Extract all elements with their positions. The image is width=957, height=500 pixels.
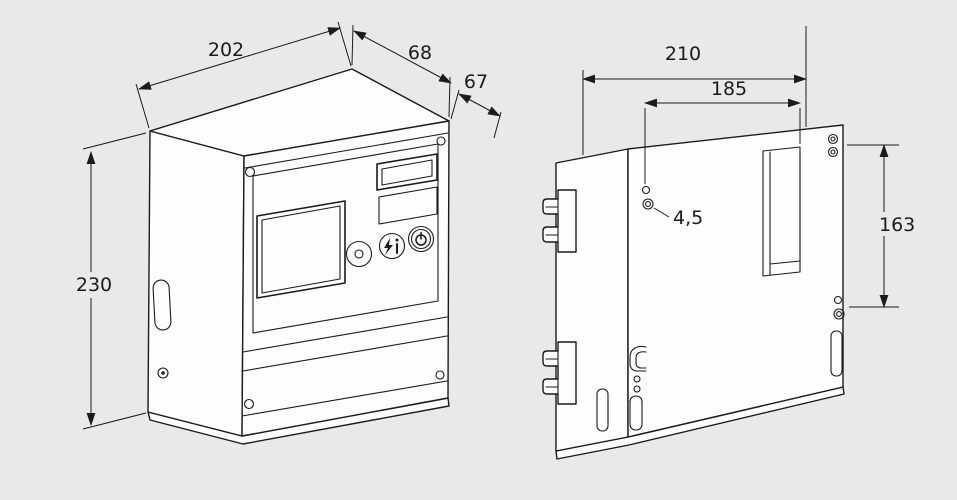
segment-display-screen	[381, 159, 433, 186]
dimension-line	[138, 27, 341, 90]
extension-line	[82, 132, 147, 150]
power-standby-icon	[415, 231, 427, 246]
hook-inner-line	[635, 351, 647, 369]
hook-hole	[633, 385, 641, 393]
corner-screw	[243, 398, 255, 410]
rotary-button-dot	[354, 249, 364, 259]
mounting-hole-center	[830, 149, 836, 155]
cable-slot-inner-bottom	[769, 260, 801, 265]
side-bottom-slot	[596, 388, 609, 432]
extension-line	[135, 83, 150, 129]
dim-label-mask	[875, 212, 893, 236]
front-view-dimensions: 202 68 67 230	[70, 21, 502, 430]
extension-line	[337, 21, 352, 67]
power-button-ring	[410, 228, 432, 250]
front-top-depth-dim-label: 68	[408, 42, 432, 64]
corner-screw	[436, 136, 446, 146]
dim-label-mask	[70, 272, 116, 298]
front-view	[147, 68, 450, 445]
mounting-hole-pair-right	[833, 295, 845, 320]
lightning-icon	[384, 238, 393, 255]
hook-hole	[633, 375, 641, 383]
mounting-hole	[641, 185, 651, 195]
mounting-hole-pair-top-right	[827, 133, 839, 158]
groove-line-upper	[242, 316, 448, 353]
info-button	[378, 232, 406, 260]
cable-slot	[762, 146, 801, 277]
lightning-info-icon	[384, 238, 399, 255]
mounting-clip-bottom	[542, 341, 577, 405]
power-button	[407, 225, 435, 253]
rear-back-face	[627, 124, 844, 438]
dimension-line	[353, 30, 452, 84]
mounting-hole	[827, 133, 839, 145]
rear-hole-pitch-v-dim-label: 163	[879, 214, 915, 236]
label-window	[378, 186, 438, 225]
rear-width-dim-label: 210	[665, 43, 701, 65]
side-screw	[157, 367, 169, 379]
rear-hole-pitch-h-dim-label: 185	[711, 78, 747, 100]
front-width-dim-label: 202	[208, 39, 244, 61]
extension-line	[82, 412, 147, 430]
front-height-dim-label: 230	[76, 274, 112, 296]
info-i-dot	[395, 238, 399, 242]
front-body-depth-dim-label: 67	[464, 71, 488, 93]
mounting-hole-center	[645, 201, 651, 207]
mounting-clip-top	[542, 189, 577, 253]
lid-seam-line	[244, 132, 449, 169]
mounting-hole	[827, 146, 839, 158]
main-display-frame	[256, 200, 346, 299]
corner-screw	[435, 370, 445, 380]
groove-line-lower	[242, 335, 448, 372]
segment-display-frame	[376, 153, 438, 191]
leader-line	[653, 207, 670, 218]
corner-screw	[244, 166, 256, 178]
side-screw-center	[161, 371, 165, 375]
rear-view-dimensions: 210 185 4,5 163	[581, 26, 915, 309]
mounting-hole	[833, 308, 845, 320]
extension-line	[448, 76, 451, 118]
rotary-button	[345, 240, 373, 268]
hook-bottom-left	[629, 345, 647, 372]
mounting-hole-center	[836, 311, 842, 317]
left-side-face	[147, 130, 245, 437]
rear-view	[542, 124, 845, 460]
base-seam-line	[241, 380, 448, 417]
side-slot	[152, 279, 172, 331]
extension-line	[351, 24, 354, 66]
extension-line	[450, 89, 460, 120]
keyhole-slot-right	[830, 330, 843, 377]
mounting-hole	[642, 198, 654, 210]
mounting-hole-pair-left	[641, 185, 654, 210]
panel-door	[252, 143, 439, 334]
keyhole-slot-bottom-left	[629, 395, 643, 431]
dimension-line	[458, 93, 501, 117]
mounting-hole	[833, 295, 843, 305]
mounting-hole-center	[830, 136, 836, 142]
hole-diameter-label: 4,5	[673, 207, 703, 229]
main-display-screen	[261, 205, 341, 294]
